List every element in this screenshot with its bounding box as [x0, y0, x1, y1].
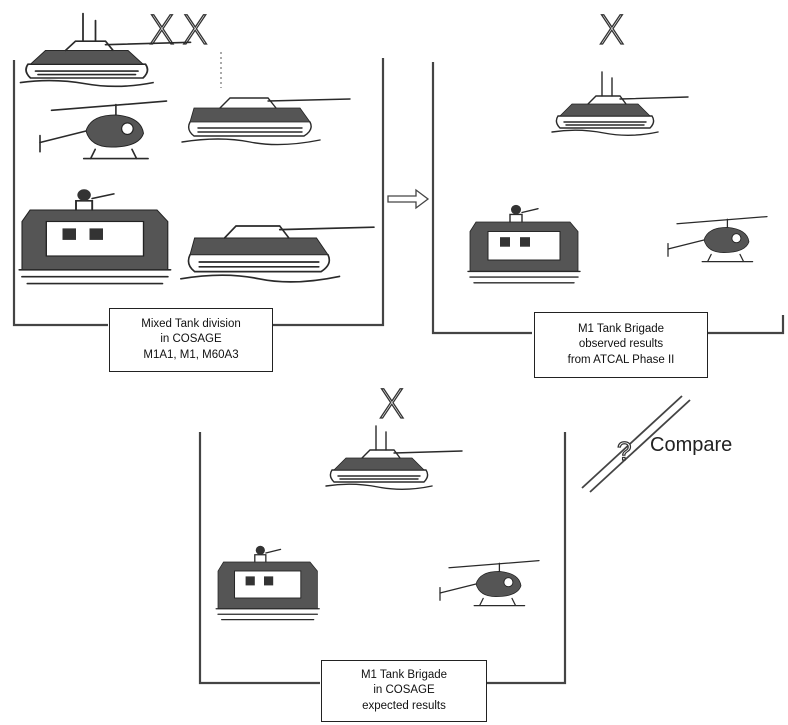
tank-icon [325, 425, 463, 490]
division-label-box: Mixed Tank division in COSAGE M1A1, M1, … [109, 308, 273, 372]
tank-icon [551, 71, 689, 136]
division-label-line-3: M1A1, M1, M60A3 [143, 348, 239, 361]
apc-icon [467, 204, 581, 284]
expected-label-box: M1 Tank Brigade in COSAGE expected resul… [321, 660, 487, 722]
expected-label-line-1: M1 Tank Brigade [360, 668, 448, 681]
brigade-observed-echelon-symbol: X [598, 8, 631, 54]
helicopter-icon [39, 100, 168, 160]
expected-brigade-frame [198, 432, 567, 685]
apc-icon [18, 188, 172, 285]
division-label-line-1: Mixed Tank division [141, 317, 241, 330]
division-echelon-symbol: XX [148, 8, 215, 54]
tank-icon [179, 225, 375, 283]
division-frame [12, 58, 385, 327]
compare-slash-icon [581, 395, 691, 493]
brigade-expected-echelon-symbol: X [378, 382, 411, 428]
tank-icon [181, 97, 351, 146]
helicopter-icon [439, 559, 540, 607]
observed-label-box: M1 Tank Brigade observed results from AT… [534, 312, 708, 378]
helicopter-icon [667, 215, 768, 263]
compare-question-mark: ? [617, 436, 631, 466]
expected-label-line-3: expected results [362, 699, 446, 712]
arrow-right-icon [387, 188, 430, 210]
observed-brigade-frame [431, 62, 785, 335]
observed-label-line-1: M1 Tank Brigade [577, 322, 665, 335]
division-label-line-2: in COSAGE [160, 333, 222, 346]
apc-icon [215, 545, 320, 621]
observed-label-line-3: from ATCAL Phase II [567, 353, 675, 366]
observed-label-line-2: observed results [578, 338, 664, 351]
compare-label: Compare [650, 434, 733, 456]
expected-label-line-2: in COSAGE [373, 684, 435, 697]
